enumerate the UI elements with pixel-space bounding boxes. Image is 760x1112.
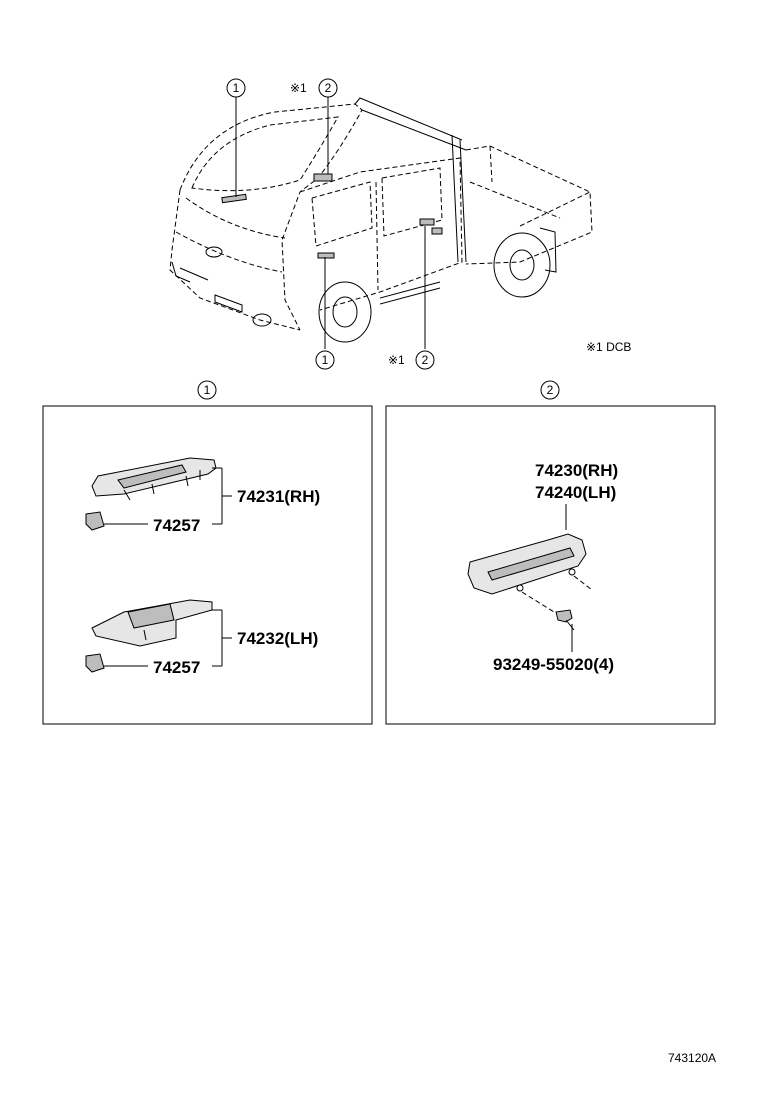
callout-1-top[interactable]: 1 <box>226 78 246 98</box>
svg-text:2: 2 <box>325 81 332 95</box>
note-mark-bottom: ※1 <box>388 353 405 367</box>
screw[interactable] <box>555 609 575 631</box>
door-pull-handle[interactable] <box>467 533 587 595</box>
callout-2-top[interactable]: 2 <box>318 78 338 98</box>
part-number-74257-top: 74257 <box>153 516 200 535</box>
part-number-74240-lh: 74240(LH) <box>535 483 616 502</box>
note-mark-top: ※1 <box>290 81 307 95</box>
screw-axis <box>521 591 555 613</box>
switch-panel-lh[interactable] <box>91 599 213 647</box>
panel-1-frame <box>42 405 373 725</box>
clip-rh[interactable] <box>85 511 105 531</box>
part-number-74230-rh: 74230(RH) <box>535 461 618 480</box>
diagram-code: 743120A <box>668 1051 716 1065</box>
part-number-74257-bottom: 74257 <box>153 658 200 677</box>
svg-text:1: 1 <box>322 353 329 367</box>
svg-text:1: 1 <box>204 383 211 397</box>
callout-1-bottom[interactable]: 1 <box>315 350 335 370</box>
part-number-74232-lh: 74232(LH) <box>237 629 318 648</box>
dcb-legend: ※1 DCB <box>586 340 631 354</box>
part-number-74231-rh: 74231(RH) <box>237 487 320 506</box>
panel-2-frame <box>385 405 716 725</box>
svg-text:2: 2 <box>422 353 429 367</box>
svg-text:1: 1 <box>233 81 240 95</box>
truck-illustration <box>169 97 593 343</box>
svg-text:2: 2 <box>547 383 554 397</box>
screw-axis <box>573 575 593 591</box>
callout-2-bottom[interactable]: 2 <box>415 350 435 370</box>
part-number-93249-55020: 93249-55020(4) <box>493 655 614 674</box>
clip-lh[interactable] <box>85 653 105 673</box>
switch-panel-rh[interactable] <box>91 457 217 501</box>
panel-2-header[interactable]: 2 <box>540 380 560 400</box>
panel-1-header[interactable]: 1 <box>197 380 217 400</box>
